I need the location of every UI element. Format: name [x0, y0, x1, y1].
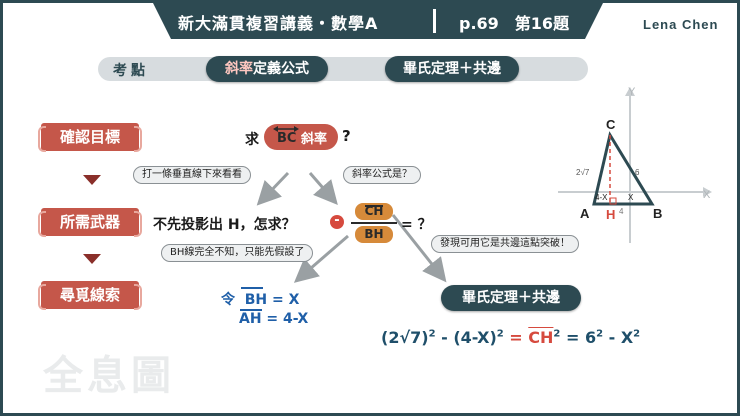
eq-equals: = [509, 328, 523, 347]
segment-ah: 4-X [595, 193, 608, 202]
eq-exp: 2 [596, 328, 604, 340]
eq-term-2root7: (2√7) [381, 328, 429, 347]
eq-term-x: - X [608, 328, 634, 347]
eq-exp: 2 [633, 328, 641, 340]
let-word: 令 [221, 292, 235, 308]
overline [365, 205, 383, 207]
question-mark: ? [342, 127, 351, 145]
step-confirm-goal: 確認目標 [41, 123, 142, 152]
numerator-ch: CH [355, 203, 393, 220]
x-axis-label: X [703, 189, 711, 201]
eq-exp: 2 [428, 328, 436, 340]
eq-term-4-x: - (4-X) [441, 328, 497, 347]
ah-value: = 4-X [261, 311, 309, 327]
overline [240, 309, 262, 311]
let-bh-statement: 令 BH = X [221, 289, 299, 309]
y-axis-label: Y [628, 86, 636, 98]
y-axis-arrow-icon [625, 87, 635, 96]
vertex-b: B [653, 206, 662, 221]
step-required-weapon: 所需武器 [41, 208, 142, 237]
let-ah-statement: AH = 4-X [239, 311, 308, 327]
bc-label: BC [277, 131, 297, 146]
header-title: 新大滿貫複習講義・數學A [178, 14, 379, 33]
hint-bubble-common-side: 發現可用它是共邊這點突破！ [431, 235, 579, 253]
watermark: 全息圖 [43, 353, 175, 399]
step-search-clue: 尋覓線索 [41, 281, 142, 310]
foot-h: H [606, 207, 615, 222]
segment-hb: X [628, 193, 634, 202]
slope-label: 斜率 [301, 132, 328, 147]
right-angle-mark [609, 197, 617, 205]
triangle-abc [592, 131, 655, 206]
hint-bubble-slope-formula: 斜率公式是？ [343, 166, 421, 184]
ah-symbol: AH [239, 311, 262, 327]
projection-question: 不先投影出 H，怎求？ [153, 217, 296, 233]
bh-value: = X [267, 292, 300, 308]
keypoint-label: 考點 [113, 63, 149, 79]
vertex-c: C [606, 117, 616, 132]
eq-ch: CH [528, 328, 554, 347]
page-number: p.69 第16題 [459, 14, 570, 33]
hint-bubble-bh-unknown: BH線完全不知，只能先假設了 [161, 244, 314, 262]
down-arrow-icon [83, 175, 101, 185]
equals-question: = ？ [401, 217, 432, 233]
bh-symbol: BH [244, 292, 268, 308]
eq-exp: 2 [553, 328, 561, 340]
eq-exp: 2 [496, 328, 504, 340]
topic-slope-prefix: 斜率 [225, 61, 253, 77]
fraction-bar [351, 222, 397, 224]
down-arrow-icon [83, 254, 101, 264]
minus-icon: - [330, 214, 344, 229]
line-arrow-icon [273, 126, 299, 132]
base-length: 4 [619, 207, 624, 216]
author-name: Lena Chen [643, 17, 719, 32]
eq-term-6: = 6 [565, 328, 597, 347]
hint-bubble-perpendicular: 打一條垂直線下來看看 [133, 166, 251, 184]
topic-pythagoras-pill: 畢氏定理＋共邊 [385, 56, 519, 82]
side-bc-length: 6 [635, 168, 640, 177]
topic-slope-pill: 斜率定義公式 [206, 56, 328, 82]
pythagoras-common-side-pill: 畢氏定理＋共邊 [441, 285, 581, 311]
x-axis-arrow-icon [703, 187, 712, 197]
side-ac-length: 2√7 [576, 168, 590, 177]
topic-slope-suffix: 定義公式 [253, 61, 309, 77]
overline [241, 287, 263, 289]
denominator-bh: BH [355, 226, 393, 243]
header-divider [433, 9, 436, 33]
header-band [153, 3, 603, 39]
pythagoras-equation: (2√7)2 - (4-X)2 = CH2 = 62 - X2 [381, 328, 640, 347]
vertex-a: A [580, 206, 590, 221]
seek-label: 求 [245, 132, 259, 148]
triangle-figure: Y X C A H B 2√7 6 4-X X 4 [558, 86, 712, 243]
